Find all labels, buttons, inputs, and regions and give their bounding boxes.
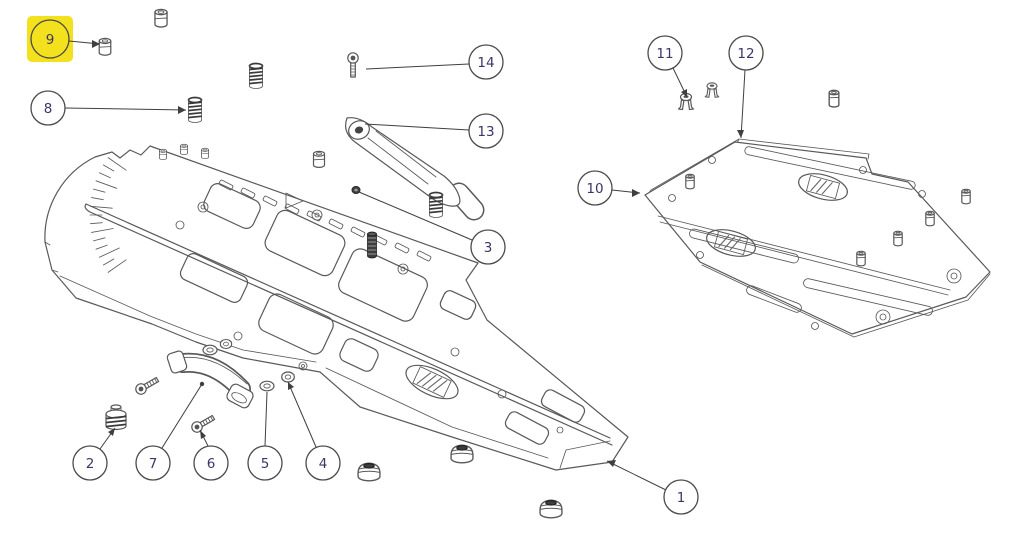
callout-3[interactable]: 3 bbox=[358, 191, 506, 265]
socket-screw-6 bbox=[189, 412, 217, 435]
lever-arm bbox=[345, 117, 485, 221]
locating-pin bbox=[856, 250, 866, 267]
callout-9[interactable]: 9 bbox=[27, 16, 101, 62]
brand-badge bbox=[706, 229, 756, 257]
callout-8[interactable]: 8 bbox=[30, 90, 187, 126]
nut-part bbox=[219, 338, 233, 350]
callout-number: 10 bbox=[586, 181, 603, 197]
callout-number: 6 bbox=[207, 456, 216, 472]
pocket-cutouts bbox=[179, 183, 586, 445]
bushing-part bbox=[312, 150, 326, 168]
bushing-part bbox=[154, 8, 168, 28]
locating-pin bbox=[685, 173, 695, 190]
cap-screw-14 bbox=[347, 52, 359, 78]
callout-13[interactable]: 13 bbox=[364, 113, 504, 149]
callout-1[interactable]: 1 bbox=[606, 460, 699, 515]
callout-number: 14 bbox=[477, 55, 494, 71]
expansion-plug bbox=[704, 82, 720, 98]
locating-pin bbox=[961, 188, 971, 205]
callout-4[interactable]: 4 bbox=[287, 381, 341, 481]
threaded-stud bbox=[367, 231, 377, 259]
socket-screw bbox=[133, 374, 161, 397]
callout-6[interactable]: 6 bbox=[193, 429, 229, 481]
washer-part-5 bbox=[259, 380, 275, 392]
rubber-foot bbox=[450, 444, 474, 464]
miter-rail-bar bbox=[84, 203, 613, 446]
main-base-plate bbox=[44, 145, 629, 471]
callout-number: 9 bbox=[46, 32, 55, 48]
callout-number: 2 bbox=[86, 456, 95, 472]
callout-number: 11 bbox=[656, 46, 673, 62]
clamp-plate-assembly bbox=[644, 138, 991, 338]
threaded-insert-2 bbox=[105, 404, 127, 431]
callout-12[interactable]: 12 bbox=[728, 35, 764, 139]
grab-handle bbox=[166, 350, 254, 409]
rubber-foot bbox=[539, 499, 563, 519]
callout-number: 1 bbox=[677, 490, 686, 506]
locating-pin bbox=[925, 210, 935, 227]
callout-5[interactable]: 5 bbox=[247, 391, 283, 481]
rubber-foot bbox=[357, 462, 381, 482]
callout-number: 5 bbox=[261, 456, 270, 472]
callout-14[interactable]: 14 bbox=[365, 44, 504, 80]
brand-badge bbox=[798, 173, 848, 201]
callout-number: 12 bbox=[737, 46, 754, 62]
callout-7[interactable]: 7 bbox=[135, 381, 205, 481]
callout-number: 7 bbox=[149, 456, 158, 472]
spring-part bbox=[248, 62, 264, 90]
angle-scale-ticks bbox=[89, 157, 127, 273]
callout-2[interactable]: 2 bbox=[72, 427, 116, 481]
callout-number: 8 bbox=[44, 101, 53, 117]
bushing-part-9 bbox=[98, 37, 112, 56]
callout-number: 13 bbox=[477, 124, 494, 140]
callout-number: 3 bbox=[484, 240, 493, 256]
flange-nut-4 bbox=[281, 371, 295, 383]
callouts: 1 2 3 4 5 6 bbox=[27, 16, 764, 515]
dowel-pin bbox=[828, 89, 840, 108]
body-holes bbox=[175, 192, 564, 434]
brand-badge bbox=[405, 364, 459, 400]
callout-11[interactable]: 11 bbox=[647, 35, 688, 98]
callout-number: 4 bbox=[319, 456, 328, 472]
locating-pin bbox=[893, 230, 903, 247]
washer-part bbox=[202, 344, 218, 356]
set-nut-3 bbox=[351, 186, 361, 194]
callout-10[interactable]: 10 bbox=[577, 170, 641, 206]
spring-part-8 bbox=[187, 96, 203, 124]
